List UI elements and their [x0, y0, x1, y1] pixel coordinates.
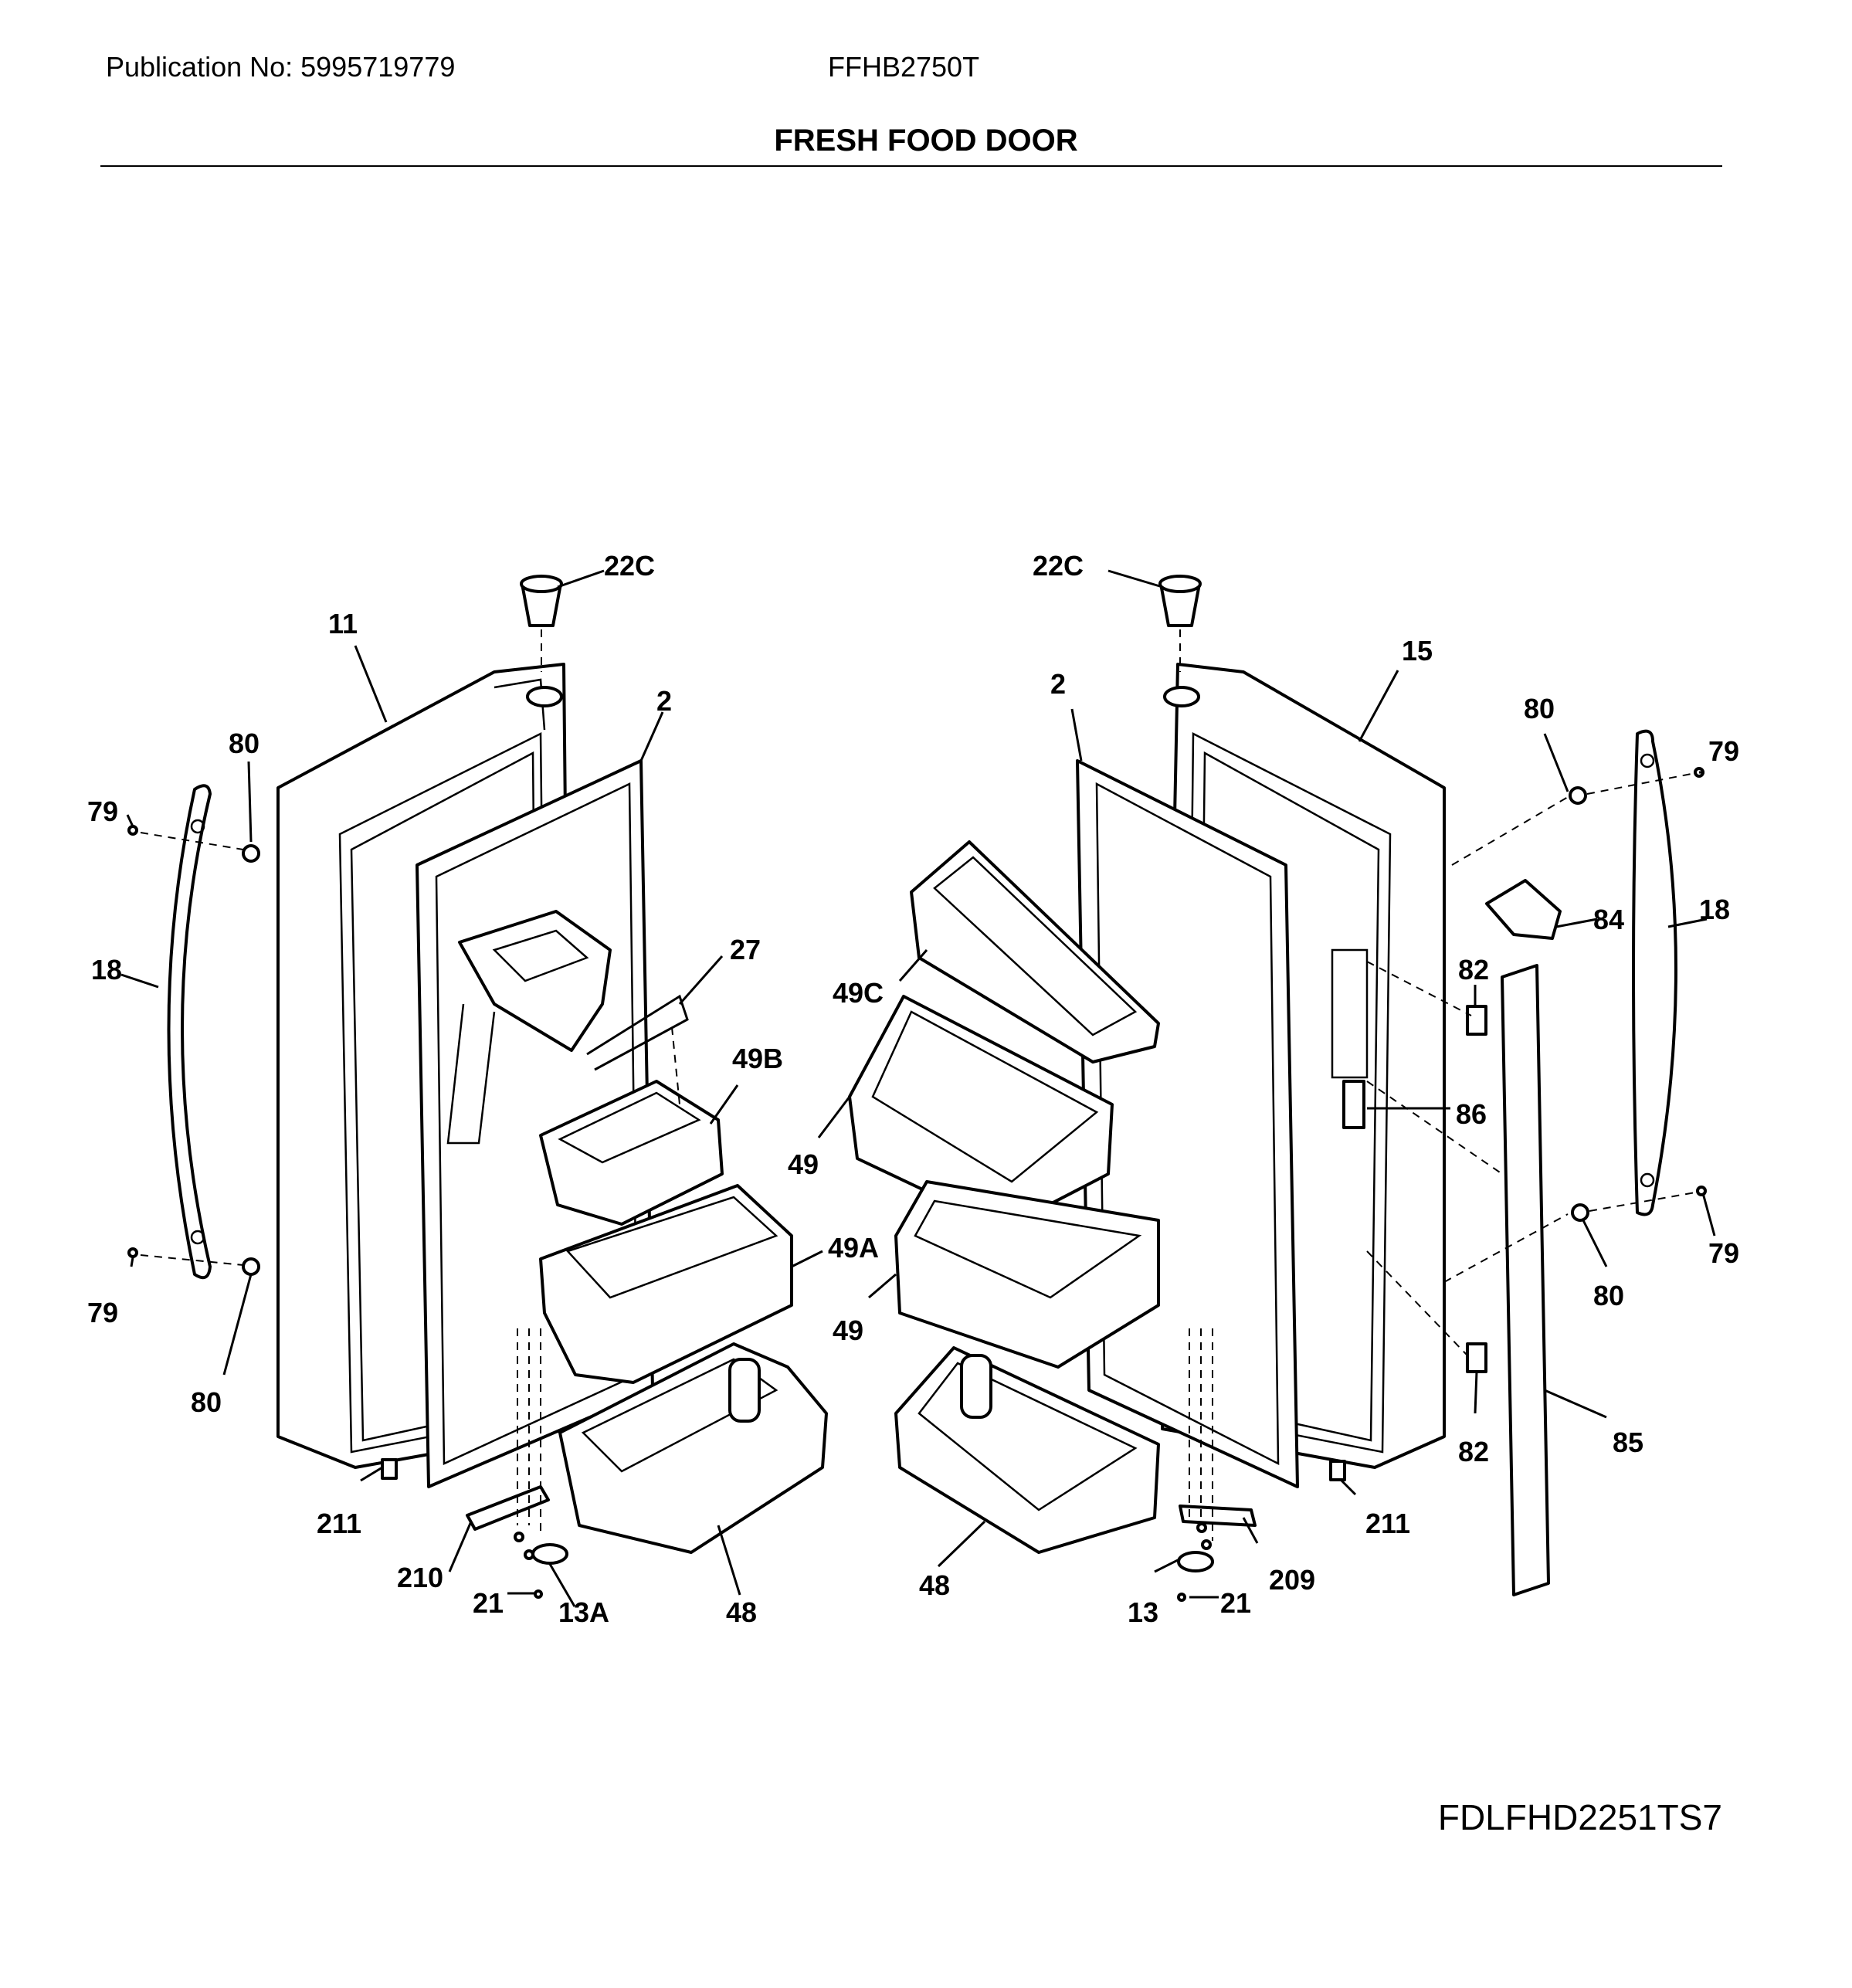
callout-49c: 49C [833, 977, 884, 1009]
leader-lines [120, 569, 1716, 1607]
part-82-clip-upper [1466, 1005, 1487, 1036]
callout-22c-right: 22C [1033, 550, 1084, 582]
callout-82-bottom: 82 [1458, 1436, 1489, 1467]
diagram-code: FDLFHD2251TS7 [1437, 1797, 1722, 1837]
bin-48-right [894, 1346, 1160, 1554]
left-ice-chute [446, 910, 612, 1145]
callout-80-right-bottom: 80 [1593, 1280, 1624, 1311]
right-hinge-parts [1177, 1460, 1346, 1602]
callout-13: 13 [1128, 1596, 1158, 1628]
callout-18-right: 18 [1699, 894, 1730, 925]
callout-84: 84 [1593, 904, 1624, 935]
model-number: FFHB2750T [828, 51, 980, 83]
title-rule [100, 165, 1722, 167]
bushing-22c-right [1158, 575, 1202, 627]
callout-80-left-top: 80 [229, 728, 259, 759]
callout-211-right: 211 [1365, 1508, 1410, 1539]
callout-11: 11 [328, 608, 358, 639]
callout-49-bottom: 49 [833, 1315, 863, 1346]
callout-13a: 13A [558, 1596, 609, 1628]
part-82-clip-lower [1466, 1342, 1487, 1373]
callout-2-left: 2 [656, 685, 672, 717]
bin-49b [539, 1080, 724, 1226]
callout-210: 210 [397, 1562, 443, 1593]
callout-79-right-bottom: 79 [1708, 1237, 1739, 1269]
left-door-assembly [127, 575, 828, 1599]
publication-number: Publication No: 5995719779 [106, 51, 456, 83]
left-hinge-parts [381, 1458, 568, 1599]
callout-48-right: 48 [919, 1569, 950, 1601]
callout-79-left-top: 79 [87, 796, 118, 827]
callout-21-right: 21 [1220, 1587, 1251, 1619]
bushing-22c-left [520, 575, 563, 627]
bin-49a [539, 1184, 793, 1384]
callout-21-left: 21 [473, 1587, 504, 1619]
callout-18-left: 18 [91, 954, 122, 986]
callout-79-left-bottom: 79 [87, 1297, 118, 1328]
callout-27: 27 [730, 934, 761, 965]
bin-49-upper [848, 995, 1114, 1230]
part-86 [1342, 1080, 1365, 1129]
bin-49-lower [894, 1180, 1160, 1369]
bin-48-left [558, 1342, 828, 1554]
left-door-handle [167, 784, 212, 1280]
page-title: FRESH FOOD DOOR [774, 124, 1078, 158]
callout-85: 85 [1613, 1427, 1643, 1458]
callout-49b: 49B [732, 1043, 783, 1074]
callout-209: 209 [1269, 1564, 1315, 1596]
callout-22c-left: 22C [604, 550, 655, 582]
callout-48-left: 48 [726, 1596, 757, 1628]
callout-82-top: 82 [1458, 954, 1489, 986]
callout-211-left: 211 [317, 1508, 361, 1539]
callout-49a: 49A [828, 1232, 879, 1264]
callout-labels: 22C 11 2 80 79 18 27 49B 49A 79 80 211 2… [87, 550, 1739, 1628]
callout-80-right-top: 80 [1524, 693, 1555, 724]
callout-2-right: 2 [1050, 668, 1066, 700]
callout-80-left-bottom: 80 [191, 1386, 222, 1418]
callout-86: 86 [1456, 1098, 1487, 1130]
part-85-trim [1501, 964, 1550, 1596]
callout-49-top: 49 [788, 1148, 819, 1180]
wire-bail [586, 994, 689, 1071]
callout-15: 15 [1402, 635, 1433, 667]
part-84-cap [1485, 879, 1562, 940]
right-door-assembly [848, 575, 1707, 1602]
callout-79-right-top: 79 [1708, 735, 1739, 767]
right-door-handle [1632, 729, 1677, 1216]
